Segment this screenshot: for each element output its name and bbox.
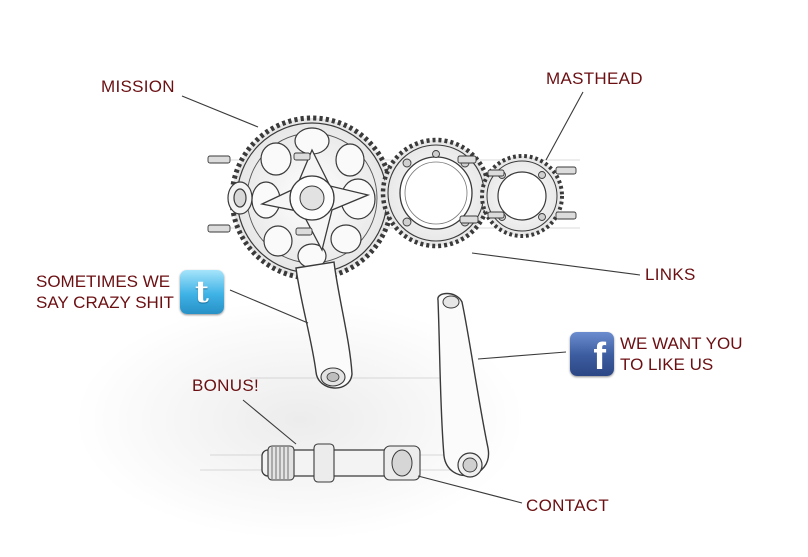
spider-spacer <box>227 181 253 215</box>
facebook-caption-line2: TO LIKE US <box>620 355 714 374</box>
nav-link-mission[interactable]: MISSION <box>101 77 175 96</box>
twitter-caption-line2: SAY CRAZY SHIT <box>36 293 174 312</box>
big-chainring <box>229 115 395 281</box>
twitter-caption: SOMETIMES WE SAY CRAZY SHIT <box>36 271 174 313</box>
chainring-bolts <box>207 152 577 236</box>
nav-link-masthead[interactable]: MASTHEAD <box>546 69 643 88</box>
nav-link-links[interactable]: LINKS <box>645 265 696 284</box>
twitter-link[interactable]: SOMETIMES WE SAY CRAZY SHIT t <box>36 270 224 314</box>
facebook-link[interactable]: f WE WANT YOU TO LIKE US <box>570 332 742 378</box>
facebook-glyph: f <box>593 335 606 378</box>
twitter-icon[interactable]: t <box>179 270 224 314</box>
facebook-icon[interactable]: f <box>570 332 614 378</box>
small-chainring <box>480 154 564 238</box>
twitter-glyph: t <box>195 274 209 310</box>
leader-lines <box>181 91 641 504</box>
facebook-caption: WE WANT YOU TO LIKE US <box>620 333 742 375</box>
nav-link-contact[interactable]: CONTACT <box>526 496 609 515</box>
facebook-caption-line1: WE WANT YOU <box>620 334 743 353</box>
nav-link-bonus[interactable]: BONUS! <box>192 376 259 395</box>
left-crank-arm <box>295 261 353 389</box>
twitter-caption-line1: SOMETIMES WE <box>36 272 171 291</box>
right-crank-arm <box>437 292 490 478</box>
bottom-bracket <box>261 443 421 483</box>
